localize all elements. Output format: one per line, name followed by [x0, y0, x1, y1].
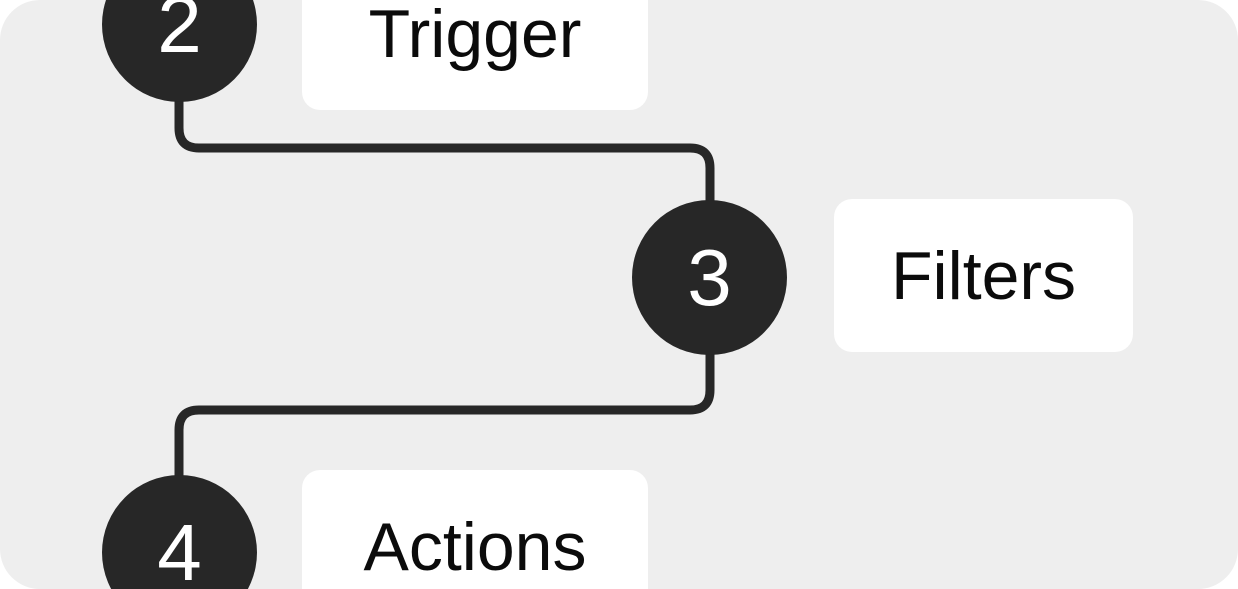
step-number-2: 2 [157, 0, 202, 69]
connector-3-to-4 [174, 340, 715, 490]
step-number-3: 3 [687, 232, 732, 322]
step-node-3[interactable]: 3 [632, 200, 787, 355]
step-card-trigger[interactable]: Trigger [302, 0, 648, 110]
step-node-2[interactable]: 2 [102, 0, 257, 102]
connector-2-to-3 [174, 95, 715, 215]
step-number-4: 4 [157, 507, 202, 589]
step-card-label-actions: Actions [363, 508, 587, 585]
step-card-actions[interactable]: Actions [302, 470, 648, 589]
step-node-4[interactable]: 4 [102, 475, 257, 589]
step-card-label-filters: Filters [890, 237, 1077, 314]
step-card-label-trigger: Trigger [368, 0, 582, 72]
step-card-filters[interactable]: Filters [834, 199, 1133, 352]
